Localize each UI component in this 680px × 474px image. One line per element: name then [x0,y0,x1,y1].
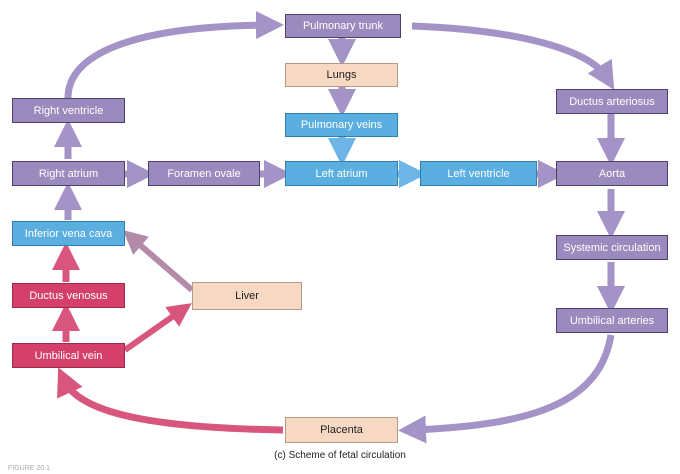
node-inferior-vena-cava: Inferior vena cava [12,221,125,246]
node-left-ventricle: Left ventricle [420,161,537,186]
figure-number: FIGURE 20.1 [8,465,51,472]
node-umbilical-vein: Umbilical vein [12,343,125,368]
node-left-atrium: Left atrium [285,161,398,186]
arrow-umbilical-vein-to-liver [123,303,192,353]
node-liver: Liver [192,282,302,310]
node-ductus-venosus: Ductus venosus [12,283,125,308]
arrow-right-ventricle-to-pulmonary-trunk [64,11,284,99]
node-aorta: Aorta [556,161,668,186]
node-right-ventricle: Right ventricle [12,98,125,123]
node-umbilical-arteries: Umbilical arteries [556,308,668,333]
arrow-liver-to-ivc [122,230,194,293]
node-placenta: Placenta [285,417,398,443]
node-pulmonary-trunk: Pulmonary trunk [285,14,401,38]
node-lungs: Lungs [285,63,398,87]
figure-caption: (c) Scheme of fetal circulation [274,450,406,461]
node-pulmonary-veins: Pulmonary veins [285,113,398,137]
arrow-umbilical-arteries-to-placenta [398,334,615,444]
arrow-placenta-to-umbilical-vein [57,367,284,434]
node-ductus-arteriosus: Ductus arteriosus [556,89,668,114]
node-foramen-ovale: Foramen ovale [148,161,260,186]
node-right-atrium: Right atrium [12,161,125,186]
arrow-pulmonary-trunk-to-ductus-arteriosus [411,22,615,90]
node-systemic-circulation: Systemic circulation [556,235,668,260]
